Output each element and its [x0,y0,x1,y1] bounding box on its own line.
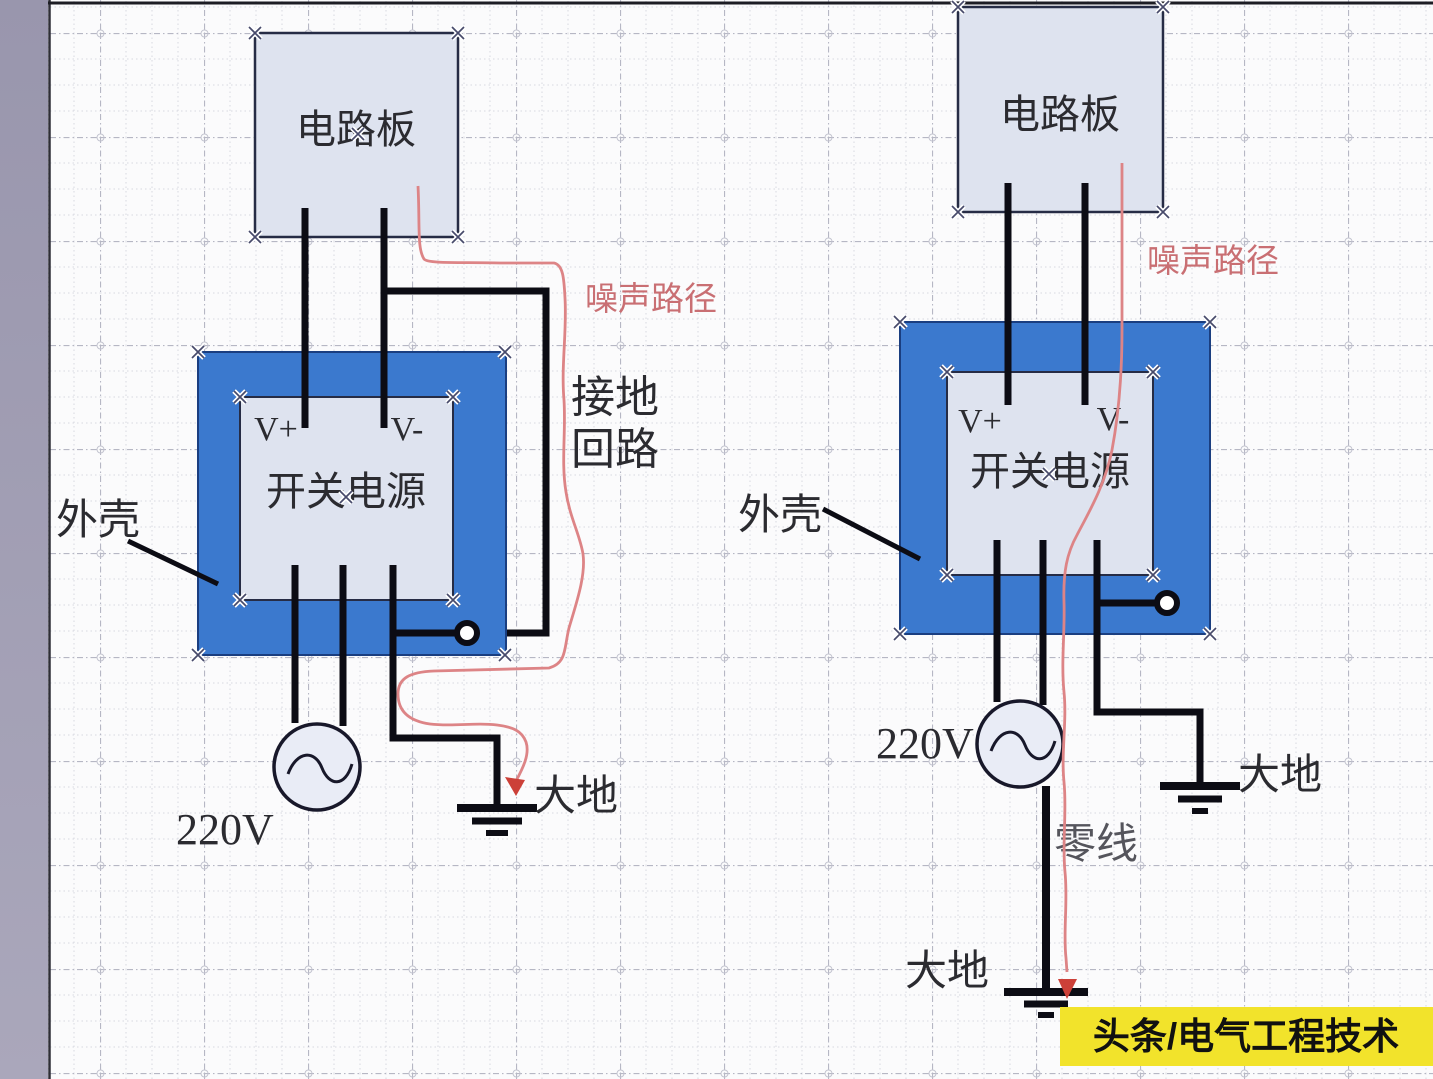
psu-label[interactable]: 开关电源 [266,469,426,514]
enclosure-pointer-line [126,538,220,587]
enclosure-label[interactable]: 外壳 [738,493,822,539]
circuit-board-label[interactable]: 电路板 [1000,92,1120,137]
voltage-label[interactable]: 220V [876,719,974,768]
earth-label[interactable]: 大地 [534,774,618,820]
voltage-label[interactable]: 220V [176,805,274,854]
earth-label-right[interactable]: 大地 [1238,753,1322,799]
window-sidebar [0,0,48,1079]
ground-loop-wire [384,287,550,637]
ac-source[interactable] [975,699,1065,789]
noise-path-line [396,185,585,782]
sine-wave-icon [286,753,354,784]
ground-loop-label-line1[interactable]: 接地 [571,373,659,422]
sine-wave-icon [989,730,1057,761]
banner-label: 头条/电气工程技术 [1093,1016,1399,1057]
chassis-terminal[interactable] [1154,590,1180,616]
vplus-label: V+ [958,403,1002,440]
earth-symbol [457,804,537,836]
neutral-label[interactable]: 零线 [1054,822,1138,868]
right-diagram: 电路板 V+ V- 开关电源 [738,1,1322,1018]
left-diagram: 电路板 V+ V- 开关电源 外壳 220V [56,27,717,854]
ac-source[interactable] [272,722,362,812]
vminus-label: V- [1097,401,1130,438]
noise-path-arrow [505,777,525,796]
earth-wire [1093,540,1204,783]
enclosure-pointer-line [821,506,922,562]
enclosure-label[interactable]: 外壳 [56,498,140,544]
earth-label-bottom[interactable]: 大地 [905,949,989,995]
vplus-label: V+ [254,411,298,448]
noise-path-label[interactable]: 噪声路径 [1147,243,1279,280]
earth-symbol-bottom [1004,988,1088,1018]
banner-background [1060,1007,1433,1066]
noise-path-label[interactable]: 噪声路径 [585,281,717,318]
circuit-board-shape[interactable] [956,5,1165,214]
watermark-banner: 头条/电气工程技术 [1060,1007,1433,1066]
noise-path-arrow [1058,979,1077,999]
earth-wire [389,565,501,805]
vminus-label: V- [391,411,424,448]
noise-path-line [1061,163,1124,973]
chassis-terminal[interactable] [454,620,480,646]
ground-loop-label-line2[interactable]: 回路 [571,425,659,474]
earth-symbol-right [1160,782,1240,814]
